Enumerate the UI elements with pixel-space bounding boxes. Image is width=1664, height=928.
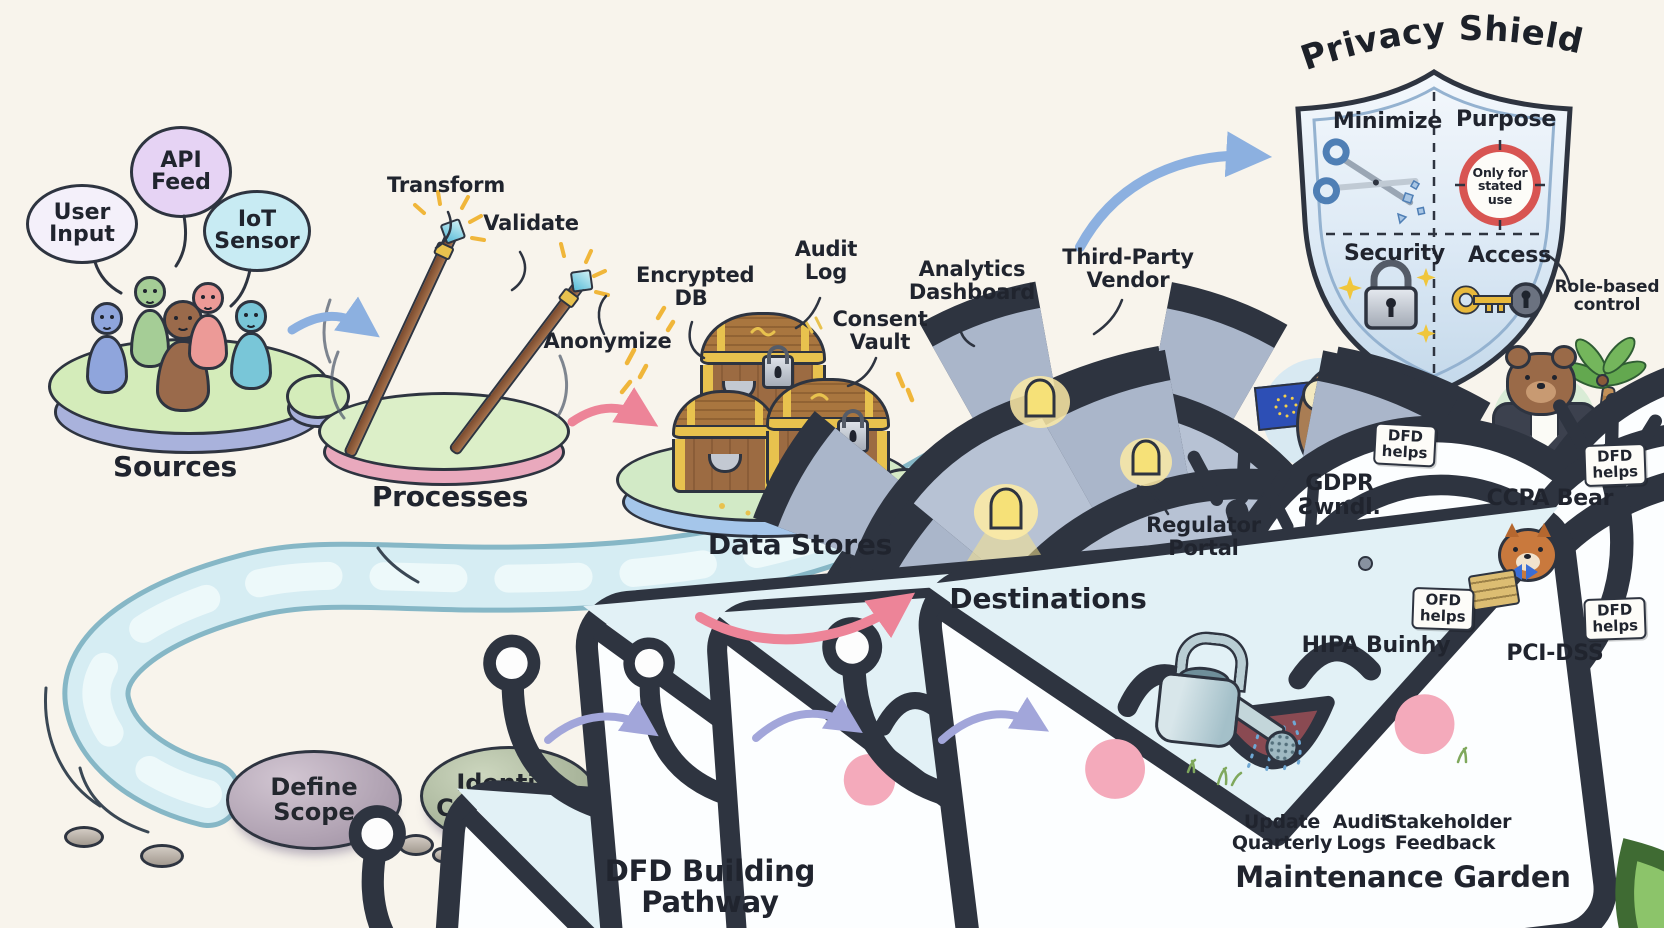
target-label-third-party: Third-Party Vendor	[1062, 245, 1194, 292]
pathway-stone-map-entities: Map Entities	[618, 746, 794, 846]
mascot-name-hipa: HIPA Buinhy	[1301, 633, 1451, 658]
chest-handle	[789, 447, 824, 467]
person-figure	[228, 300, 274, 390]
chest-box	[672, 439, 778, 493]
mascot-name-ccpa: CCPA Bear	[1486, 486, 1614, 511]
owl-glasses-bridge	[1329, 389, 1337, 393]
access-note: Role-based control	[1554, 277, 1660, 316]
privacy-shield-title-arc: Privacy Shield	[1296, 14, 1587, 79]
padlock-icon	[836, 408, 869, 453]
arrow-stores-to-destinations	[695, 592, 916, 645]
process-step-transform: Transform	[387, 173, 505, 197]
chest-handle	[708, 454, 742, 474]
pebble	[64, 826, 104, 848]
quadrant-label-minimize: Minimize	[1332, 109, 1443, 134]
process-step-anonymize: Anonymize	[543, 329, 672, 353]
arrow-stone-3-4	[752, 697, 863, 742]
chest-lid	[672, 390, 778, 440]
stethoscope-charm	[1358, 556, 1373, 571]
wand-crystal-tip	[569, 269, 594, 293]
chest-lid	[766, 378, 890, 431]
quadrant-label-access: Access	[1467, 243, 1552, 268]
owl-beak	[1328, 404, 1340, 415]
processes-label: Processes	[371, 480, 529, 513]
mascot-name-gdpr: GDPR Ƨwndl.	[1298, 471, 1381, 520]
chest-box	[766, 430, 890, 489]
destinations-island-top	[903, 488, 1171, 572]
arrow-processes-to-stores	[567, 387, 659, 427]
calendar-ring	[1504, 674, 1529, 706]
target-label-analytics: Analytics Dashboard	[908, 257, 1036, 304]
pebble	[140, 844, 184, 868]
calendar-ring	[1572, 666, 1597, 697]
purpose-note: Only for stated use	[1472, 165, 1528, 207]
pathway-stone-tocate-flows: Tocate Flows	[810, 742, 982, 842]
can-body	[1153, 671, 1243, 750]
target-label-regulator: Regulator Portal	[1146, 513, 1261, 560]
purpose-target-icon	[1455, 140, 1545, 230]
process-step-validate: Validate	[483, 211, 579, 235]
ccpa-bear-icon	[1505, 345, 1577, 416]
treasure-chest-consent-vault	[766, 378, 890, 489]
store-label-audit-log: Audit Log	[794, 237, 858, 284]
speech-bubble-api-feed: API Feed	[130, 126, 232, 218]
destinations-island	[903, 488, 1171, 588]
pebble	[970, 838, 1004, 858]
treasure-chest-encrypted-db	[672, 390, 778, 493]
pebble	[432, 847, 452, 863]
store-label-encrypted-db: Encrypted DB	[636, 263, 755, 310]
bear-muzzle	[1526, 381, 1556, 403]
speech-bubble-user-input: User Input	[26, 184, 138, 264]
pebble	[398, 834, 434, 856]
data-confetti	[1396, 179, 1426, 225]
padlock-icon	[1364, 259, 1418, 330]
person-figure	[84, 302, 130, 394]
review-calendar: Q3 2024 Next Review: Sep 15	[1482, 666, 1654, 831]
speech-bubble-iot-sensor: IoT Sensor	[203, 190, 311, 272]
quadrant-label-security: Security	[1343, 241, 1446, 266]
svg-text:Privacy Shield: Privacy Shield	[1296, 14, 1587, 79]
sparkle-icon	[1338, 268, 1436, 343]
pebble	[780, 836, 812, 855]
pathway-title: DFD Building Pathway	[604, 854, 816, 920]
owl-glasses-right	[1336, 378, 1370, 412]
arrow-stone-2-3	[544, 700, 659, 744]
mascot-name-pci: PCI-DSS	[1506, 641, 1604, 666]
arrow-destinations-to-shield	[1075, 131, 1273, 252]
door-regulator	[1131, 439, 1161, 476]
person-figure	[128, 276, 172, 368]
dfd-helps-tag: DFD helps	[1372, 422, 1438, 468]
garden-title: Maintenance Garden	[1235, 860, 1571, 894]
door-analytics	[1024, 378, 1056, 418]
ofd-helps-tag: OFD helps	[1411, 586, 1475, 631]
watering-can-icon	[1141, 631, 1304, 766]
dfd-helps-tag: DFD helps	[1583, 596, 1647, 641]
key-icon	[1451, 282, 1544, 318]
plant-label-stakeholder-feedback: Stakeholder Feedback	[1384, 811, 1512, 854]
store-label-consent-vault: Consent Vault	[832, 307, 928, 354]
data-stores-label: Data Stores	[707, 528, 893, 561]
pebble	[586, 830, 618, 850]
dfd-helps-tag: DFD helps	[1583, 442, 1647, 487]
can-rose	[1263, 728, 1301, 766]
credit-card-icon	[1467, 568, 1521, 612]
arrow-stone-4-5	[938, 696, 1050, 744]
pathway-stone-identify-categories: Identify Categories	[420, 746, 598, 846]
quadrant-label-purpose: Purpose	[1456, 107, 1557, 132]
palm-coconut	[1596, 374, 1609, 387]
sources-label: Sources	[113, 450, 237, 483]
arrow-sources-to-processes	[287, 296, 380, 338]
person-figure	[186, 282, 230, 370]
pathway-stone-review-validate: Review & Validate	[1004, 742, 1152, 844]
pathway-stone-define-scope: Define Scope	[226, 750, 402, 850]
destinations-label: Destinations	[949, 582, 1147, 615]
